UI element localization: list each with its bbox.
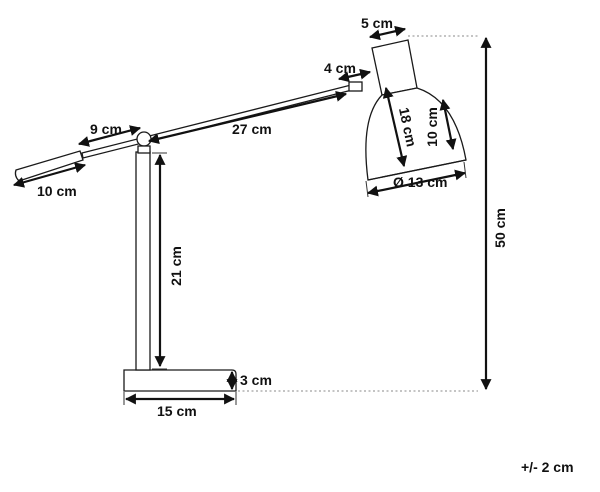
label-total-height: 50 cm: [492, 208, 508, 248]
label-counterweight: 10 cm: [37, 183, 77, 199]
arrow-rear-arm: [77, 125, 142, 147]
ext-shade-diameter-right: [463, 161, 467, 179]
label-shade-height: 10 cm: [424, 107, 440, 147]
label-base-height: 3 cm: [240, 372, 272, 388]
arrow-joint-length: [337, 68, 372, 83]
lamp-shade-connector: [348, 81, 363, 92]
lamp-base: [123, 369, 237, 392]
lamp-pivot-bracket: [137, 145, 151, 154]
label-tolerance: +/- 2 cm: [521, 459, 574, 475]
dimension-arrows: [12, 25, 492, 405]
arrow-counterweight: [12, 162, 87, 188]
lamp-drawing: [14, 39, 467, 392]
label-shade-diameter: Ø 13 cm: [393, 174, 447, 190]
label-pole-height: 21 cm: [168, 246, 184, 286]
arrow-shade-top-width: [368, 25, 407, 41]
ext-shade-diameter-left: [365, 180, 369, 198]
arrow-main-arm: [147, 90, 348, 145]
label-base-width: 15 cm: [157, 403, 197, 419]
lamp-arm: [81, 84, 353, 159]
lamp-pivot-joint: [136, 131, 152, 147]
label-shade-top-width: 5 cm: [361, 15, 393, 31]
lamp-shade-neck: [371, 39, 418, 96]
label-main-arm: 27 cm: [232, 121, 272, 137]
arrow-shade-length: [382, 86, 408, 168]
arrow-shade-height: [439, 98, 457, 151]
label-rear-arm: 9 cm: [90, 121, 122, 137]
lamp-counterweight: [14, 150, 84, 182]
lamp-pole: [135, 151, 151, 371]
arrow-shade-diameter: [366, 169, 467, 197]
dimension-labels: 5 cm 4 cm 18 cm 10 cm Ø 13 cm 9 cm 27 cm…: [37, 15, 574, 475]
label-joint-length: 4 cm: [324, 60, 356, 76]
